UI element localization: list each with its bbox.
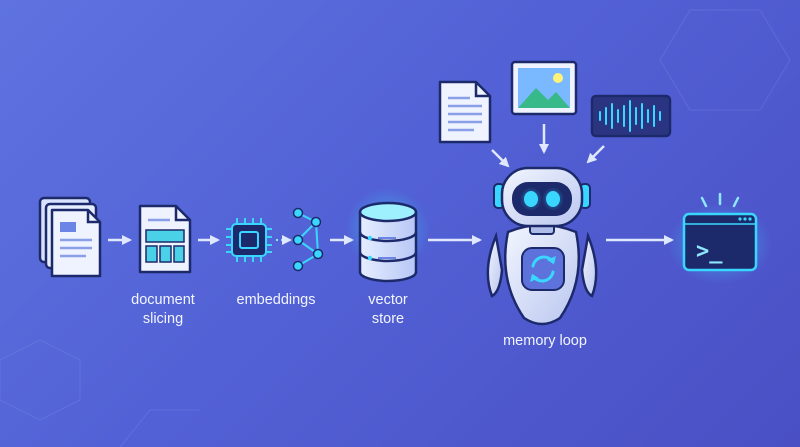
image-icon bbox=[510, 60, 578, 116]
terminal-prompt: >_ bbox=[696, 239, 723, 264]
label-embeddings: embeddings bbox=[216, 291, 336, 310]
text-document-icon bbox=[438, 80, 492, 144]
label-document-slicing-line1: document bbox=[131, 292, 195, 308]
database-icon bbox=[346, 188, 430, 283]
label-vector-store: vector store bbox=[328, 291, 448, 329]
network-nodes-icon bbox=[292, 207, 324, 272]
label-embeddings-text: embeddings bbox=[236, 292, 316, 308]
robot-icon bbox=[486, 166, 598, 326]
arrow-text-to-robot bbox=[491, 149, 510, 168]
arrow-audio-to-robot bbox=[586, 145, 605, 164]
label-vector-store-line2: store bbox=[371, 311, 405, 327]
document-stack-icon bbox=[38, 196, 102, 278]
sliced-document-icon bbox=[138, 204, 192, 274]
label-vector-store-line1: vector bbox=[368, 292, 408, 308]
audio-waveform-icon bbox=[590, 94, 672, 138]
label-document-slicing-line2: slicing bbox=[142, 311, 184, 327]
chip-icon bbox=[226, 218, 272, 262]
terminal-icon: >_ bbox=[668, 192, 772, 284]
label-memory-loop-text: memory loop bbox=[503, 333, 587, 349]
label-document-slicing: document slicing bbox=[103, 291, 223, 329]
label-memory-loop: memory loop bbox=[485, 332, 605, 351]
